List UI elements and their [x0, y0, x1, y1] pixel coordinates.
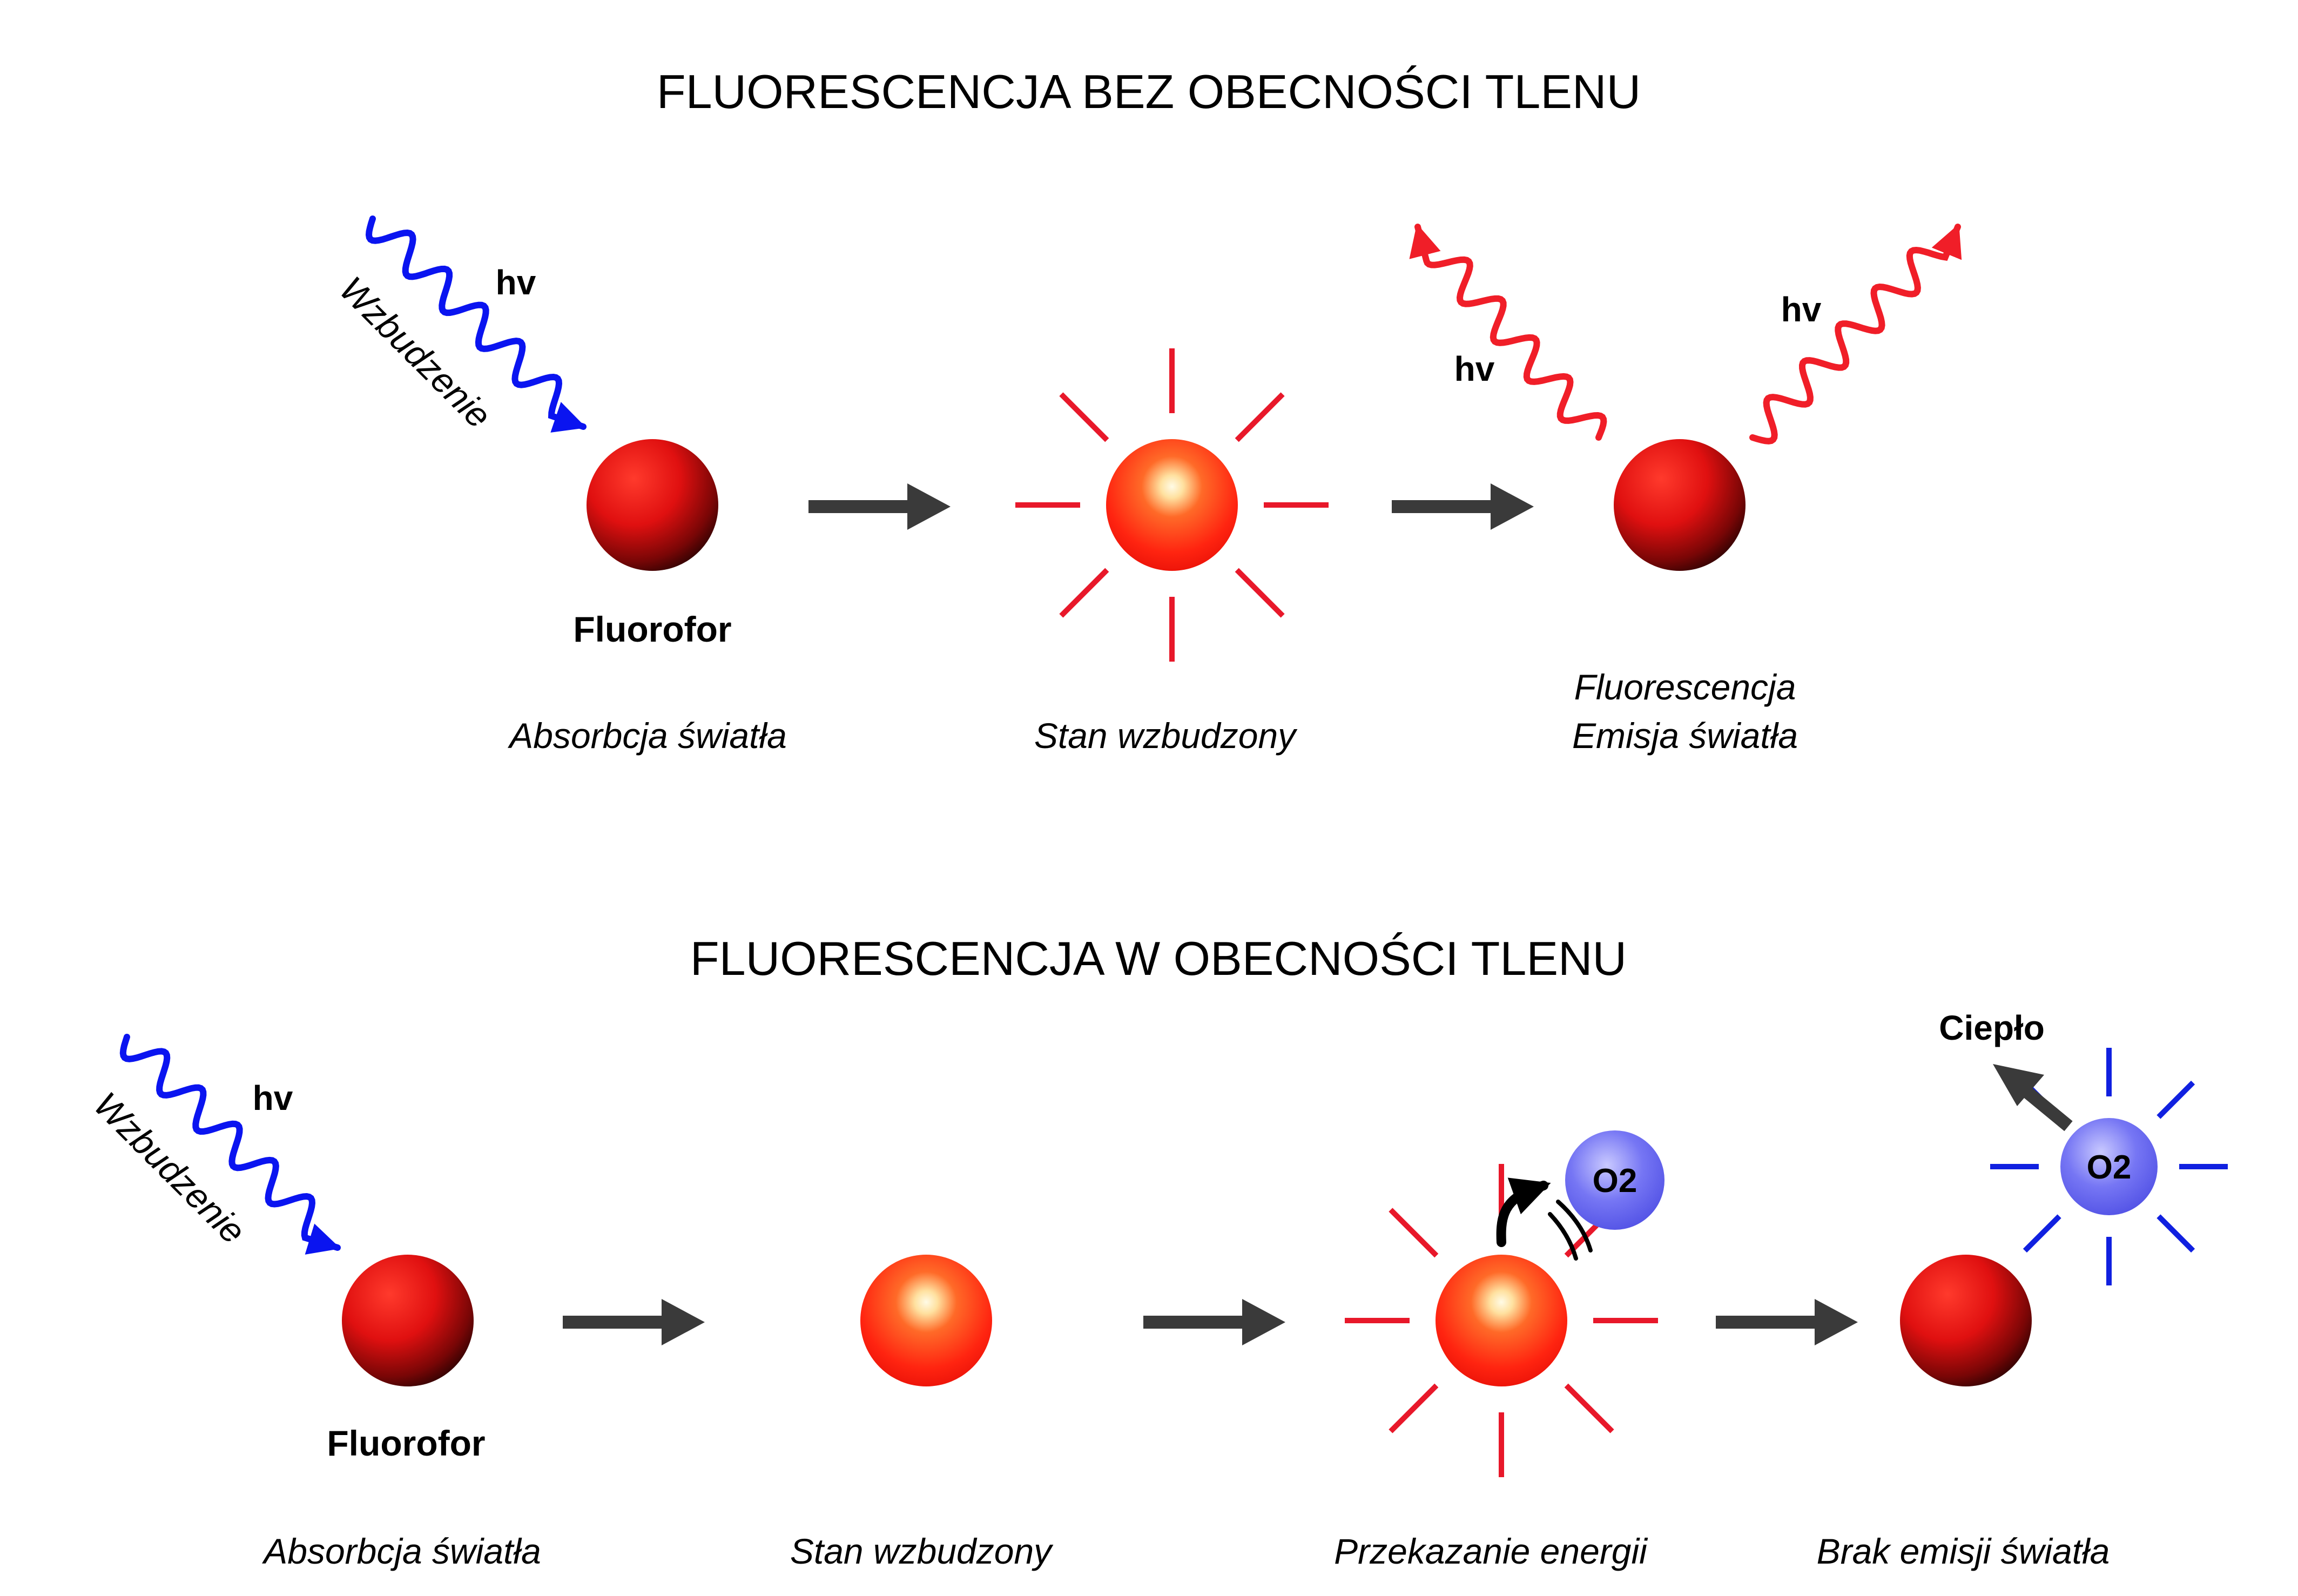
ray-line — [1235, 568, 1285, 618]
bottom-caption-transfer: Przekazanie energii — [1334, 1531, 1648, 1571]
top-title: FLUORESCENCJA BEZ OBECNOŚCI TLENU — [657, 65, 1641, 118]
bottom-title: FLUORESCENCJA W OBECNOŚCI TLENU — [690, 932, 1627, 985]
oxygen-label-1: O2 — [1593, 1162, 1637, 1200]
top-caption-absorption: Absorbcja światła — [507, 716, 787, 756]
ray-line — [1564, 1383, 1614, 1433]
heat-arrow-head — [1993, 1064, 2044, 1106]
bottom-process-arrow-2-head — [1242, 1299, 1285, 1345]
bottom-process-arrow-3-head — [1815, 1299, 1858, 1345]
bottom-fluorophore-ground-sphere — [342, 1255, 474, 1386]
bottom-caption-no-emission: Brak emisji światła — [1817, 1531, 2110, 1571]
top-excitation-wave — [365, 216, 587, 433]
top-caption-excited: Stan wzbudzony — [1034, 716, 1298, 756]
ray-line — [2157, 1080, 2195, 1119]
heat-label: Ciepło — [1939, 1008, 2045, 1047]
top-process-arrow-1-head — [907, 483, 951, 530]
ray-line — [1059, 568, 1109, 618]
ray-line — [1389, 1383, 1439, 1433]
top-fluorophore-label: Fluorofor — [573, 609, 731, 649]
top-fluorophore-emitting-sphere — [1614, 439, 1746, 571]
heat-arrow-shaft — [2018, 1083, 2073, 1132]
top-emission-wave-left — [1409, 224, 1607, 441]
ray-line — [1235, 392, 1285, 442]
ray-line — [2157, 1214, 2195, 1253]
bottom-fluorophore-ground-after-sphere — [1900, 1255, 2032, 1386]
top-hv-in-label: hv — [496, 263, 536, 302]
top-fluorophore-ground-sphere — [587, 439, 718, 571]
top-process-arrow-2-head — [1491, 483, 1534, 530]
ray-line — [1059, 392, 1109, 442]
top-emission-wave-right — [1749, 224, 1962, 445]
bottom-caption-absorption: Absorbcja światła — [261, 1531, 541, 1571]
bottom-hv-in-label: hv — [253, 1079, 293, 1117]
top-caption-fluorescence: Fluorescencja — [1574, 667, 1796, 707]
bottom-fluorophore-label: Fluorofor — [327, 1423, 485, 1463]
bottom-excitation-label: Wzbudzenie — [86, 1085, 253, 1251]
oxygen-molecule-2 — [2060, 1118, 2158, 1215]
ray-line — [1389, 1208, 1439, 1258]
ray-line — [2023, 1214, 2061, 1253]
bottom-fluorophore-excited-sphere — [860, 1255, 992, 1386]
top-excitation-label: Wzbudzenie — [332, 269, 499, 436]
energy-wave-arc-1 — [1548, 1212, 1578, 1261]
oxygen-label-2: O2 — [2087, 1149, 2132, 1186]
top-hv-left-label: hv — [1454, 349, 1495, 388]
energy-transfer-arrow — [1496, 1177, 1551, 1247]
oxygen-excited-rays — [1990, 1048, 2228, 1285]
bottom-excitation-wave — [119, 1034, 341, 1255]
bottom-process-arrow-1-head — [662, 1299, 705, 1345]
bottom-caption-excited: Stan wzbudzony — [790, 1531, 1054, 1571]
top-excited-rays — [1015, 348, 1329, 662]
top-hv-right-label: hv — [1781, 290, 1822, 329]
top-fluorophore-excited-sphere — [1106, 439, 1238, 571]
bottom-fluorophore-transfer-sphere — [1436, 1255, 1567, 1386]
oxygen-molecule-1 — [1565, 1130, 1664, 1230]
energy-wave-arc-2 — [1556, 1200, 1593, 1252]
top-caption-emission: Emisja światła — [1572, 716, 1798, 756]
